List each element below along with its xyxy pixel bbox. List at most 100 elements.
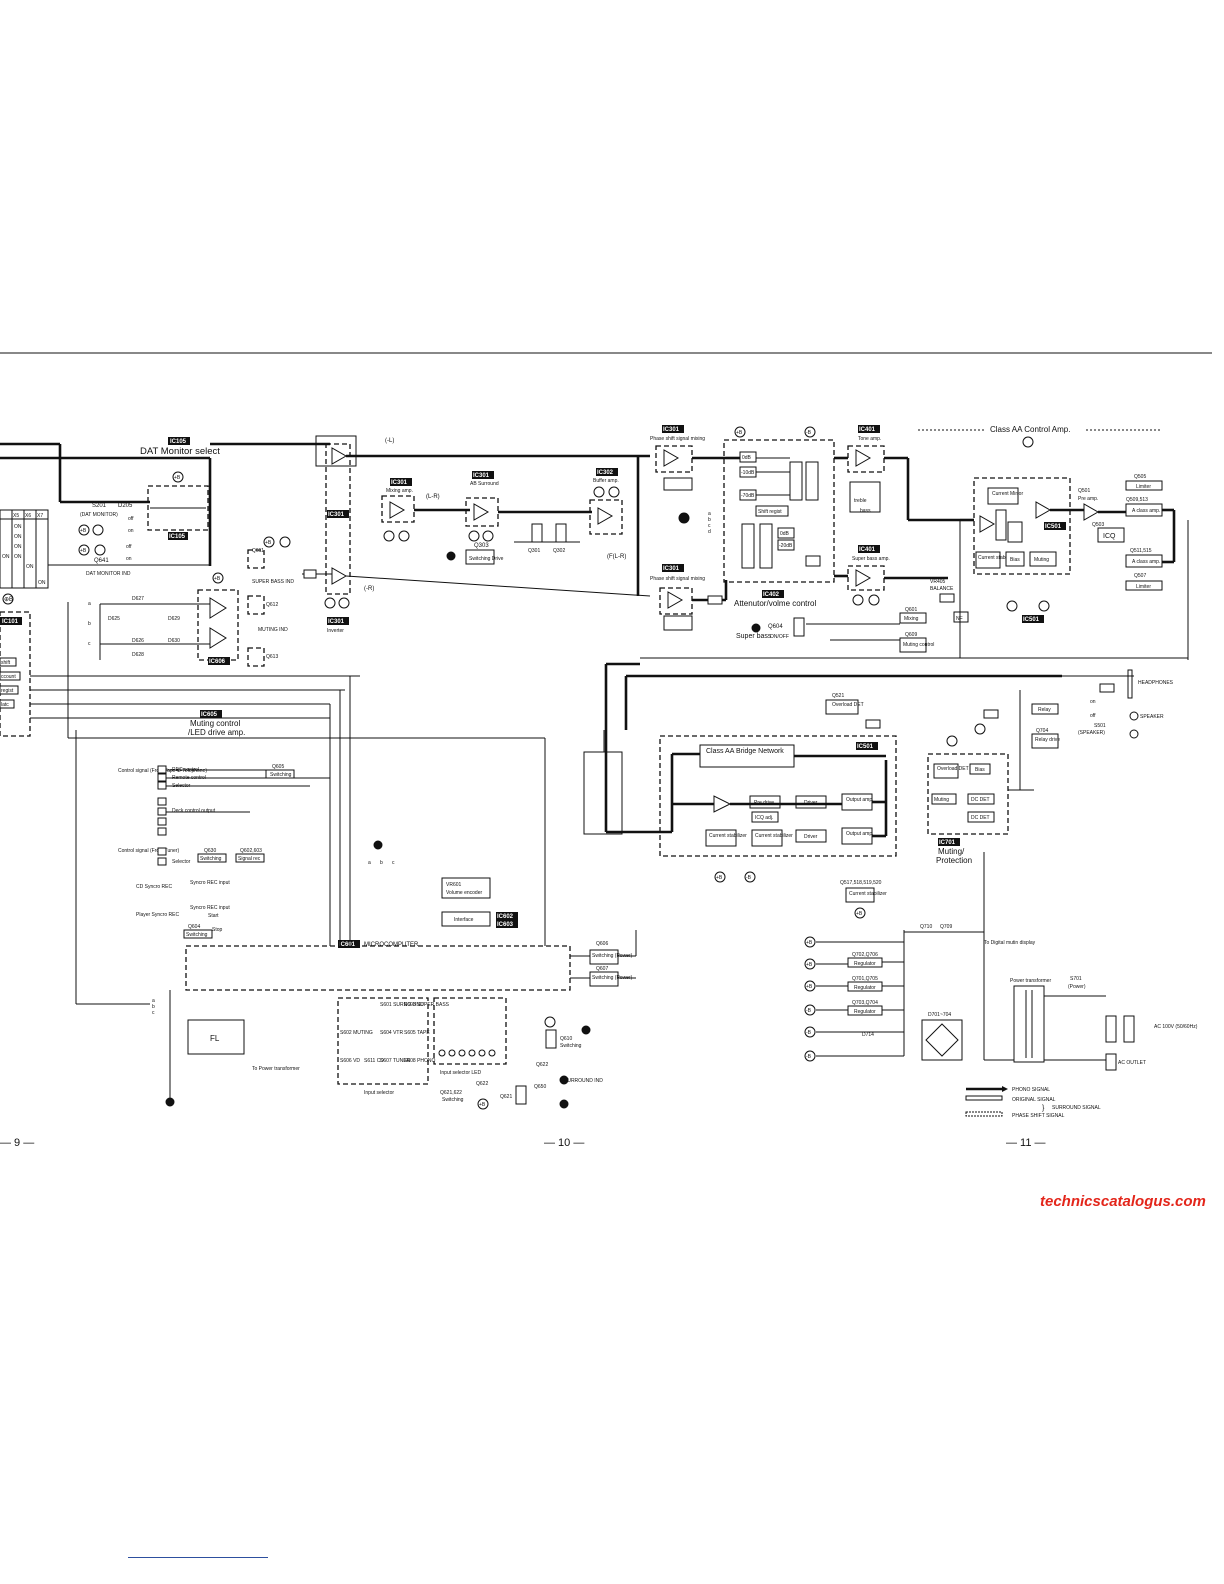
svg-text:⊕B: ⊕B — [4, 597, 13, 603]
bridge-section: Class AA Bridge Network IC501 Pre drive … — [583, 662, 1062, 919]
table-cell: ON — [2, 554, 10, 560]
switching-drive-box — [465, 549, 495, 565]
q613-label: Q613 — [266, 654, 278, 660]
ic101-tag: IC101 — [2, 619, 19, 625]
left-edge-section: X5 X6 X7 ON ON ON ON ON ON ON IC101 ⊕B s… — [0, 442, 545, 739]
s606-label: S606 VD — [340, 1058, 360, 1064]
svg-text:c: c — [88, 641, 91, 647]
ic301-phase-top-tag: IC301 — [663, 427, 680, 433]
to-digital-label: To Digital mutin display — [984, 940, 1036, 946]
s701-sub-label: (Power) — [1068, 984, 1086, 990]
sw-power1-label: Switching (Power) — [592, 953, 633, 959]
svg-text:}: } — [1042, 1105, 1045, 1112]
ic105-tag: IC105 — [170, 439, 187, 445]
dcdet1-label: DC DET — [971, 797, 990, 803]
svg-text:b: b — [152, 1004, 155, 1010]
q621-622-label: Q621,622 — [440, 1090, 462, 1096]
svg-text:-B: -B — [806, 430, 812, 436]
svg-text:-B: -B — [806, 1054, 812, 1060]
d630-label: D630 — [168, 638, 180, 644]
q607-label: Q607 — [596, 966, 608, 972]
s701-label: S701 — [1070, 976, 1082, 982]
input-selector-switches — [337, 997, 429, 1085]
surround-ind-label: SURROUND IND — [564, 1078, 603, 1084]
svg-text:c: c — [152, 1010, 155, 1016]
legend-surround: SURROUND SIGNAL — [1052, 1105, 1101, 1111]
mixing-label: Mixing amp. — [386, 488, 413, 494]
legend-phase: PHASE SHIFT SIGNAL — [1012, 1113, 1065, 1119]
vr405-label: VR405 — [930, 579, 946, 585]
buffer-fl: (F(L-R) — [607, 554, 626, 560]
ic501-bridge-tag: IC501 — [857, 744, 874, 750]
vr601-label: VR601 — [446, 882, 462, 888]
q509-label: Q509,513 — [1126, 497, 1148, 503]
dat-monitor-title: DAT Monitor select — [140, 446, 220, 457]
db-4: -20dB — [779, 543, 793, 549]
stop-label: Stop — [212, 927, 223, 933]
db-2: -70dB — [741, 493, 755, 499]
ic501-tag: IC501 — [1045, 524, 1062, 530]
table-cell: ON — [14, 534, 22, 540]
selector2-label: Selector — [172, 859, 191, 865]
surround-chain: IC301 Mixing amp. (L-R) IC301 AB Surroun… — [381, 456, 640, 596]
super-bass-ind-label: SUPER BASS IND — [252, 579, 294, 585]
d628-label: D628 — [132, 652, 144, 658]
svg-text:+B: +B — [806, 940, 813, 946]
table-cell: ON — [14, 524, 22, 530]
q604b-label: Q604 — [188, 924, 200, 930]
muting-led-title1: Muting control — [190, 719, 240, 728]
svg-text:d: d — [708, 529, 711, 535]
svg-text:b: b — [708, 517, 711, 523]
transformer-label: Power transformer — [1010, 978, 1051, 984]
q605-label: Q605 — [272, 764, 284, 770]
d701-label: D701~704 — [928, 1012, 951, 1018]
q710-label: Q710 — [920, 924, 932, 930]
bias-label: Bias — [1010, 557, 1020, 563]
svg-text:a: a — [88, 601, 91, 607]
prot-muting-label: Muting — [934, 797, 949, 803]
overload-det-label: Overload DET — [832, 702, 864, 708]
cd-syncro-label: CD Syncro REC — [136, 884, 173, 890]
q606-label: Q606 — [596, 941, 608, 947]
ic301-mixing-tag: IC301 — [391, 480, 408, 486]
svg-text:a: a — [152, 998, 155, 1004]
prot-title2: Protection — [936, 856, 972, 865]
output1-label: Output amp. — [846, 797, 874, 803]
current-mirror-label: Current Mirror — [992, 491, 1023, 497]
table-header-3: X7 — [37, 513, 43, 519]
q650-label: Q650 — [534, 1084, 546, 1090]
inverter-section: IC301 IC301 Inverter (-L) (-R) — [210, 435, 651, 634]
syncro2-label: Syncro REC input — [190, 905, 230, 911]
svg-text:-B: -B — [806, 1030, 812, 1036]
svg-text:a: a — [708, 511, 711, 517]
muting-led-title2: /LED drive amp. — [188, 728, 245, 737]
ic301-surround-tag: IC301 — [473, 473, 490, 479]
svg-text:+B: +B — [479, 1102, 486, 1108]
s607-label: S607 TUNER — [380, 1058, 411, 1064]
ic401b-tag: IC401 — [859, 547, 876, 553]
inverter-r: (-R) — [364, 586, 374, 592]
ic301b-tag: IC301 — [328, 619, 345, 625]
svg-text:+B: +B — [214, 576, 221, 582]
q709-label: Q709 — [940, 924, 952, 930]
prot-bias-label: Bias — [975, 767, 985, 773]
svg-text:+B: +B — [736, 430, 743, 436]
prot-title1: Muting/ — [938, 847, 965, 856]
outputs-section: HEADPHONES SPEAKER on off S501 (SPEAKER)… — [1031, 669, 1174, 749]
class-aa-control-title: Class AA Control Amp. — [990, 425, 1070, 434]
q610-sw-label: Switching — [560, 1043, 582, 1049]
sw-power2-label: Switching (Power) — [592, 975, 633, 981]
bass-label: bass — [860, 508, 871, 514]
ic301-inverter-block — [325, 443, 351, 595]
ic603-tag: IC603 — [497, 922, 514, 928]
ic701-tag: IC701 — [939, 840, 956, 846]
limiter-label: Limiter — [1136, 484, 1151, 490]
q503-label: Q503 — [1092, 522, 1104, 528]
ic606-tag: IC606 — [209, 659, 226, 665]
svg-text:a: a — [368, 860, 371, 866]
q601-label: Q601 — [905, 607, 917, 613]
regulator2-label: Regulator — [854, 985, 876, 991]
phase-shift-section: IC301 Phase shift signal mixing IC301 Ph… — [650, 425, 726, 631]
legend-original: ORIGINAL SIGNAL — [1012, 1097, 1056, 1103]
inverter-l: (-L) — [385, 438, 394, 444]
